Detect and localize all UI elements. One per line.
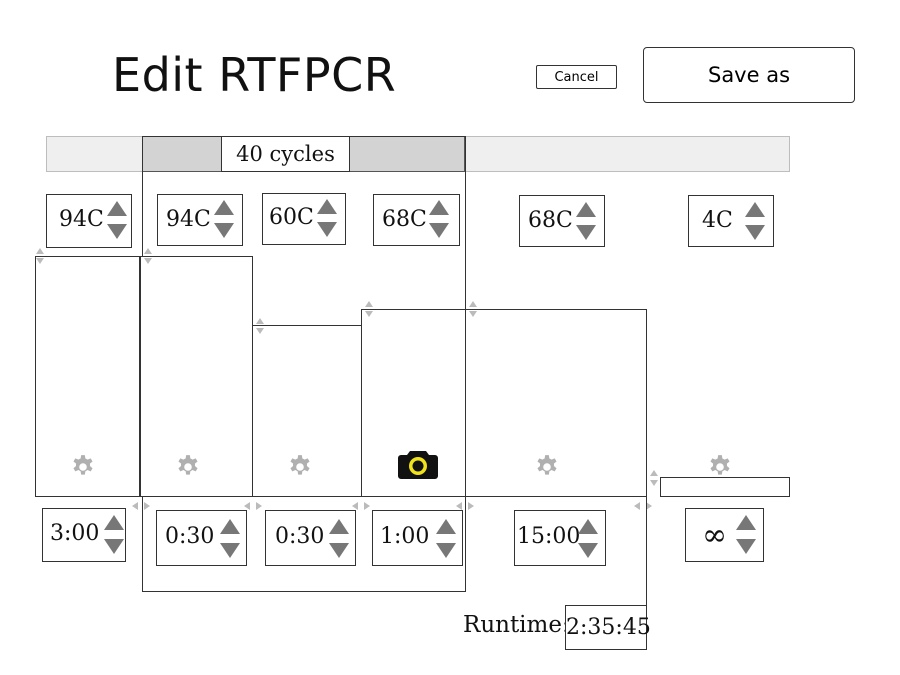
temperature-value: 4C [702, 208, 733, 233]
decrement-arrow-icon[interactable] [220, 543, 240, 558]
decrement-arrow-icon[interactable] [429, 223, 449, 238]
decrement-arrow-icon[interactable] [107, 224, 127, 239]
resize-handle-icon[interactable] [144, 258, 152, 264]
increment-arrow-icon[interactable] [220, 519, 240, 534]
temperature-stepper-5[interactable]: 68C [519, 195, 605, 247]
step-column-1[interactable] [35, 256, 140, 497]
decrement-arrow-icon[interactable] [317, 222, 337, 237]
time-value: 0:30 [275, 524, 325, 549]
resize-handle-icon[interactable] [650, 470, 658, 476]
temperature-value: 94C [166, 207, 211, 232]
decrement-arrow-icon[interactable] [436, 543, 456, 558]
gear-icon[interactable] [175, 454, 201, 480]
temperature-stepper-6[interactable]: 4C [688, 195, 774, 247]
resize-handle-icon[interactable] [36, 258, 44, 264]
resize-handle-icon[interactable] [132, 502, 138, 510]
temperature-value: 68C [382, 207, 427, 232]
runtime-divider [646, 497, 647, 607]
time-stepper-5[interactable]: 15:00 [514, 510, 606, 566]
temperature-stepper-4[interactable]: 68C [373, 194, 460, 246]
resize-handle-icon[interactable] [650, 480, 658, 486]
increment-arrow-icon[interactable] [104, 515, 124, 530]
increment-arrow-icon[interactable] [578, 519, 598, 534]
decrement-arrow-icon[interactable] [745, 225, 765, 240]
save-as-button[interactable]: Save as [643, 47, 855, 103]
resize-handle-icon[interactable] [352, 502, 358, 510]
resize-handle-icon[interactable] [256, 328, 264, 334]
cancel-button[interactable]: Cancel [536, 65, 617, 89]
resize-handle-icon[interactable] [144, 248, 152, 254]
time-value: 0:30 [165, 524, 215, 549]
step-column-5[interactable] [465, 309, 647, 497]
decrement-arrow-icon[interactable] [329, 543, 349, 558]
increment-arrow-icon[interactable] [436, 519, 456, 534]
resize-handle-icon[interactable] [244, 502, 250, 510]
decrement-arrow-icon[interactable] [576, 225, 596, 240]
decrement-arrow-icon[interactable] [104, 539, 124, 554]
increment-arrow-icon[interactable] [576, 202, 596, 217]
resize-handle-icon[interactable] [256, 318, 264, 324]
resize-handle-icon[interactable] [456, 502, 462, 510]
increment-arrow-icon[interactable] [329, 519, 349, 534]
time-stepper-2[interactable]: 0:30 [156, 510, 247, 566]
time-value: 1:00 [380, 524, 430, 549]
resize-handle-icon[interactable] [469, 311, 477, 317]
time-value: ∞ [702, 518, 727, 553]
resize-handle-icon[interactable] [144, 502, 150, 510]
time-stepper-3[interactable]: 0:30 [265, 510, 356, 566]
temperature-stepper-3[interactable]: 60C [262, 193, 346, 245]
runtime-label: Runtime: [463, 612, 570, 638]
time-stepper-1[interactable]: 3:00 [42, 508, 126, 562]
cycle-bar-segment [349, 136, 465, 172]
runtime-value: 2:35:45 [565, 605, 651, 650]
decrement-arrow-icon[interactable] [578, 543, 598, 558]
temperature-stepper-2[interactable]: 94C [157, 194, 243, 246]
step-column-2[interactable] [140, 256, 253, 497]
resize-handle-icon[interactable] [634, 502, 640, 510]
increment-arrow-icon[interactable] [736, 515, 756, 530]
increment-arrow-icon[interactable] [317, 199, 337, 214]
resize-handle-icon[interactable] [365, 311, 373, 317]
gear-icon[interactable] [70, 454, 96, 480]
increment-arrow-icon[interactable] [745, 202, 765, 217]
decrement-arrow-icon[interactable] [214, 223, 234, 238]
page-title: Edit RTFPCR [112, 48, 397, 102]
increment-arrow-icon[interactable] [107, 201, 127, 216]
resize-handle-icon[interactable] [468, 502, 474, 510]
gear-icon[interactable] [287, 454, 313, 480]
temperature-value: 94C [59, 207, 104, 232]
step-column-6[interactable] [660, 477, 790, 497]
resize-handle-icon[interactable] [36, 248, 44, 254]
resize-handle-icon[interactable] [365, 301, 373, 307]
increment-arrow-icon[interactable] [429, 200, 449, 215]
increment-arrow-icon[interactable] [214, 200, 234, 215]
time-stepper-4[interactable]: 1:00 [372, 510, 463, 566]
resize-handle-icon[interactable] [469, 301, 477, 307]
decrement-arrow-icon[interactable] [736, 539, 756, 554]
time-value: 3:00 [50, 521, 100, 546]
resize-handle-icon[interactable] [364, 502, 370, 510]
resize-handle-icon[interactable] [646, 502, 652, 510]
gear-icon[interactable] [707, 454, 733, 480]
time-value: 15:00 [517, 524, 581, 549]
temperature-value: 60C [269, 205, 314, 230]
resize-handle-icon[interactable] [256, 502, 262, 510]
temperature-stepper-1[interactable]: 94C [46, 194, 132, 248]
cycle-bar-segment [142, 136, 222, 172]
cycle-count-label[interactable]: 40 cycles [221, 136, 350, 172]
time-stepper-6[interactable]: ∞ [685, 508, 764, 562]
camera-icon[interactable] [398, 449, 438, 479]
temperature-value: 68C [528, 208, 573, 233]
gear-icon[interactable] [534, 454, 560, 480]
